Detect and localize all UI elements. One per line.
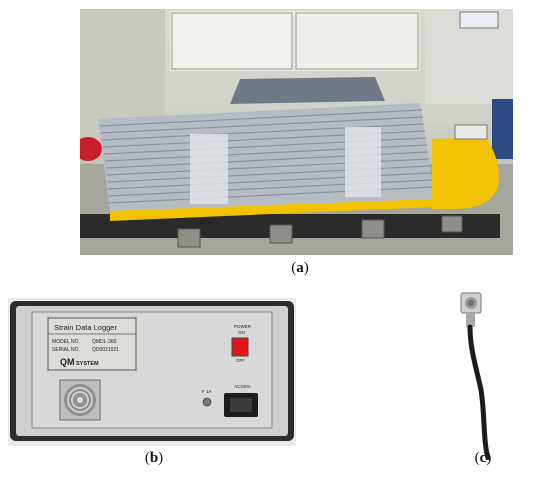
logger-brand-suffix: SYSTEM xyxy=(76,361,99,367)
ac-label: AC220V xyxy=(234,384,251,389)
logger-model-value: QMDL-360 xyxy=(92,339,117,345)
power-on-label: ON xyxy=(238,330,245,335)
logger-title: Strain Data Logger xyxy=(54,323,117,332)
data-logger-illustration: Strain Data Logger MODEL NO. QMDL-360 SE… xyxy=(10,301,294,441)
ac-socket-icon xyxy=(224,393,258,417)
logger-model-label: MODEL NO. xyxy=(52,339,80,345)
strain-sensor-illustration xyxy=(460,292,491,460)
logger-serial-label: SERIAL NO. xyxy=(52,347,80,353)
test-rig-photo xyxy=(80,9,513,255)
logger-brand: QM xyxy=(60,357,75,367)
fuse-label: F 1A xyxy=(202,389,212,394)
fuse-holder xyxy=(202,397,212,407)
caption-a: (a) xyxy=(291,260,309,276)
power-label: POWER xyxy=(234,324,252,329)
caption-c: (c) xyxy=(474,450,492,466)
caption-b: (b) xyxy=(144,450,164,466)
aluminium-plate-stack xyxy=(98,103,435,211)
power-off-label: OFF xyxy=(236,358,245,363)
logger-serial-value: QD0021021 xyxy=(92,347,119,353)
test-rig-illustration xyxy=(80,9,513,255)
strain-sensor-photo xyxy=(433,290,533,460)
fan-grille-icon xyxy=(59,379,101,421)
yellow-actuator xyxy=(432,124,499,209)
power-switch xyxy=(231,337,249,357)
data-logger-photo: Strain Data Logger MODEL NO. QMDL-360 SE… xyxy=(8,298,296,446)
